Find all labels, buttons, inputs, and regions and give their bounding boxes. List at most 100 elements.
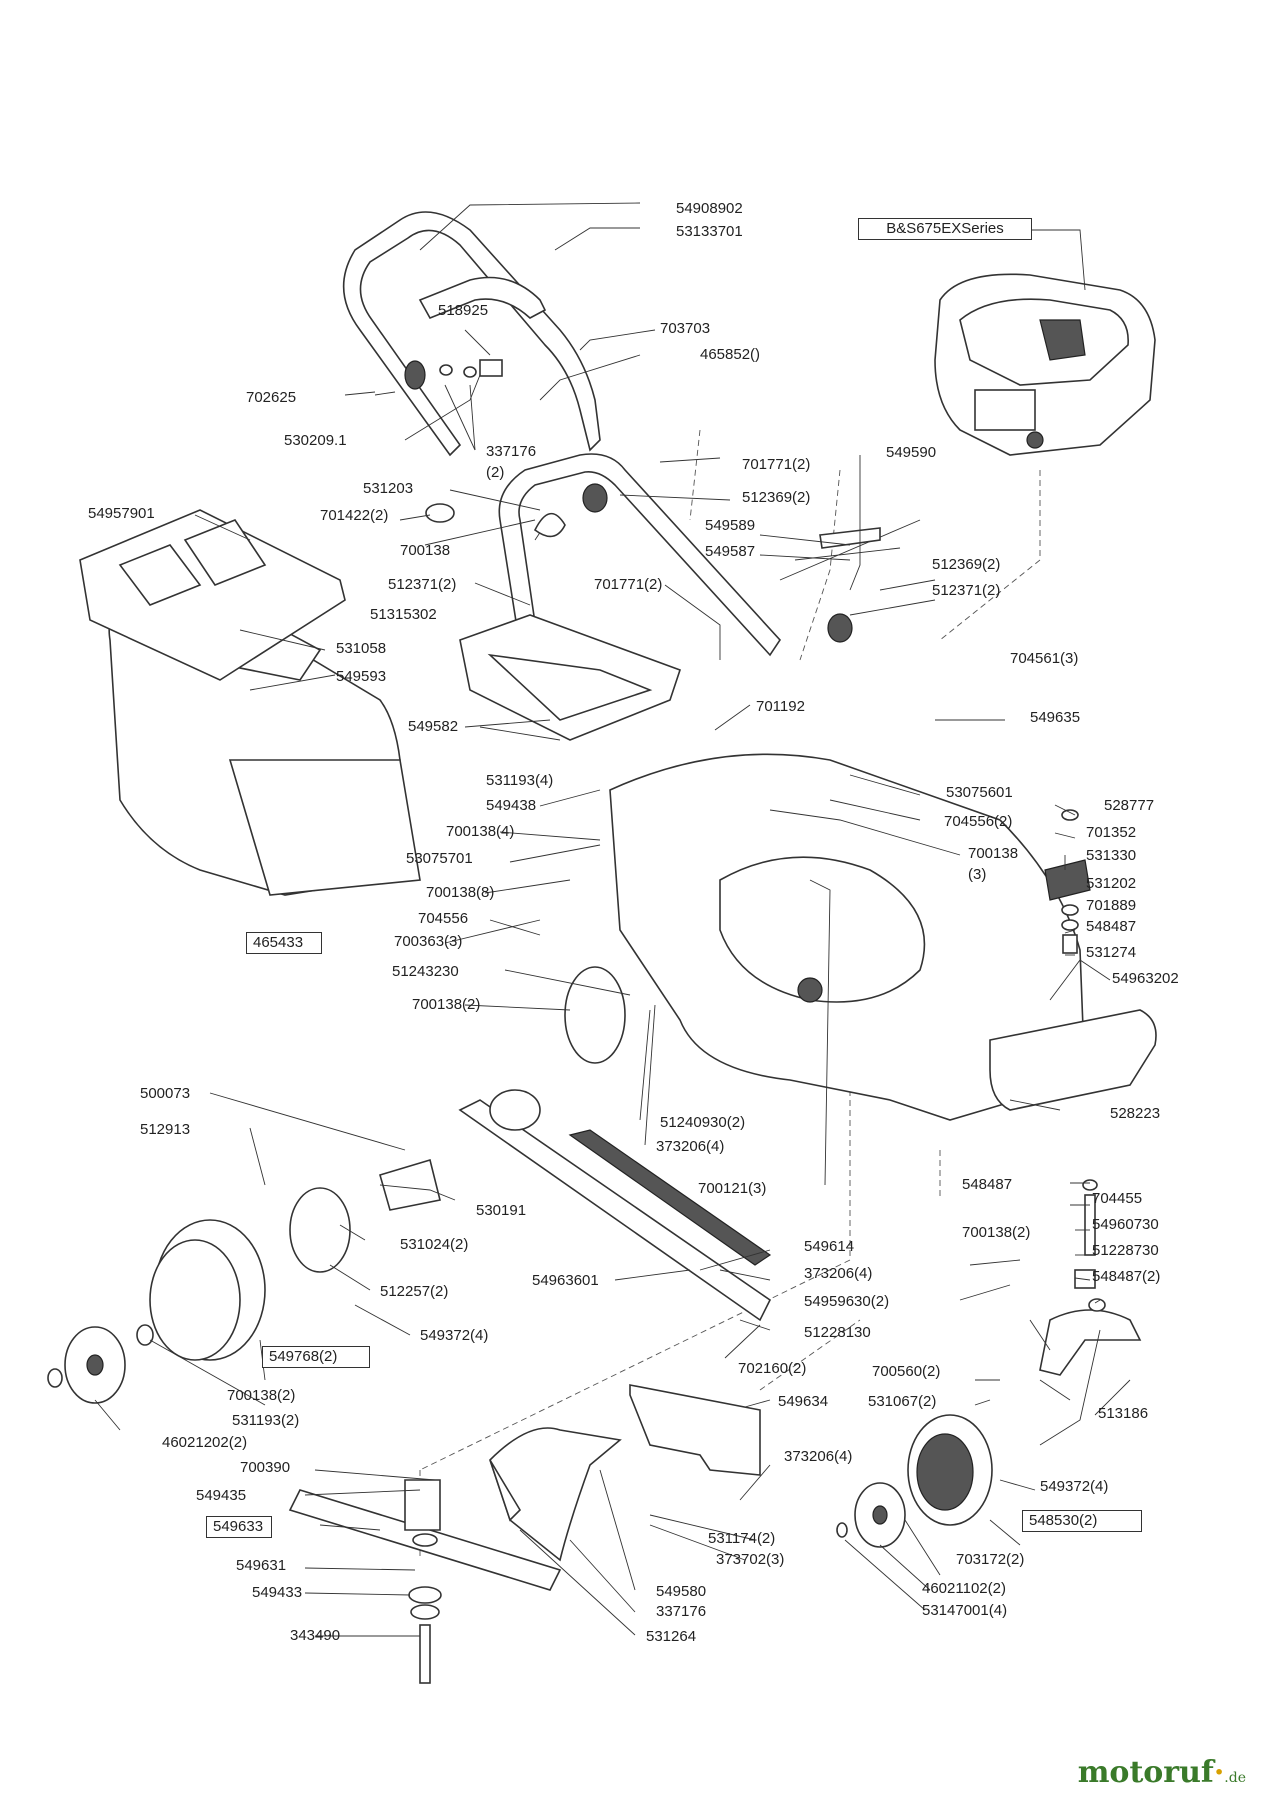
part-label: 700138: [968, 845, 1019, 862]
part-label: 549435: [196, 1487, 247, 1504]
engine-block: [934, 273, 1156, 456]
part-label: 531067(2): [868, 1393, 937, 1410]
part-label: 51243230: [392, 963, 459, 980]
part-label: 704556: [418, 910, 469, 927]
part-label: 700138(8): [426, 884, 495, 901]
part-label: 531330: [1086, 847, 1137, 864]
part-label: 701192: [756, 698, 805, 715]
part-label: 549589: [705, 517, 756, 534]
part-label: 548487: [962, 1176, 1013, 1193]
part-label: 343490: [290, 1627, 341, 1644]
part-label: 703703: [660, 320, 711, 337]
part-label: 549438: [486, 797, 537, 814]
part-label: 54957901: [88, 505, 155, 522]
part-label: 46021102(2): [922, 1580, 1006, 1597]
part-label: 701771(2): [742, 456, 811, 473]
part-label: 548487: [1086, 918, 1137, 935]
part-label: 373206(4): [656, 1138, 725, 1155]
part-label: 701889: [1086, 897, 1137, 914]
part-label-boxed: 465433: [246, 932, 322, 954]
part-label: 549614: [804, 1238, 855, 1255]
part-label: (2): [486, 464, 505, 481]
part-label: 53147001(4): [922, 1602, 1008, 1619]
part-label: 549590: [886, 444, 937, 461]
part-label: 549433: [252, 1584, 303, 1601]
part-label: 703172(2): [956, 1551, 1025, 1568]
mower-deck: [609, 753, 1157, 1121]
part-label: 700560(2): [872, 1363, 941, 1380]
part-label: 531024(2): [400, 1236, 469, 1253]
part-label: 548487(2): [1092, 1268, 1161, 1285]
part-label: 46021202(2): [162, 1434, 248, 1451]
part-label: 530209.1: [284, 432, 347, 449]
part-label: 54963601: [532, 1272, 599, 1289]
part-label: 531203: [363, 480, 414, 497]
part-label: 531058: [336, 640, 387, 657]
watermark-logo[interactable]: motoruf·.de: [1078, 1755, 1246, 1790]
leader-lines: [94, 202, 1131, 1637]
part-label: 549372(4): [1040, 1478, 1109, 1495]
part-label: 54959630(2): [804, 1293, 890, 1310]
part-label: 337176: [656, 1603, 707, 1620]
cable-lever: [779, 519, 921, 581]
part-label: 530191: [476, 1202, 527, 1219]
part-label: 512257(2): [380, 1283, 449, 1300]
part-label: 549580: [656, 1583, 707, 1600]
front-wheel: [836, 1309, 1142, 1548]
part-label: 373206(4): [804, 1265, 873, 1282]
handle-fixings: [344, 359, 853, 643]
part-label: 700121(3): [698, 1180, 767, 1197]
part-label: 700138(2): [962, 1224, 1031, 1241]
watermark-name: motoruf: [1077, 1755, 1214, 1790]
rear-wheel: [47, 1187, 351, 1404]
part-label: (3): [968, 866, 987, 883]
part-label: 51240930(2): [660, 1114, 746, 1131]
part-label: 54963202: [1112, 970, 1179, 987]
grass-bag-lid: [79, 509, 346, 681]
part-label: 549635: [1030, 709, 1081, 726]
part-label: 337176: [486, 443, 537, 460]
blade-assembly: [288, 1384, 761, 1684]
part-label: 700138(4): [446, 823, 515, 840]
part-label: 531264: [646, 1628, 697, 1645]
part-label: 700138(2): [227, 1387, 296, 1404]
watermark-tld: .de: [1224, 1770, 1246, 1786]
rear-flap: [459, 614, 682, 741]
part-label: 513186: [1098, 1405, 1149, 1422]
part-label: 373206(4): [784, 1448, 853, 1465]
part-label: 531193(2): [232, 1412, 300, 1429]
part-label: 531202: [1086, 875, 1137, 892]
part-label: 531274: [1086, 944, 1137, 961]
part-label: 549634: [778, 1393, 829, 1410]
part-label: 701771(2): [594, 576, 663, 593]
part-label: 528777: [1104, 797, 1155, 814]
part-label: 54908902: [676, 200, 743, 217]
part-label: 53075701: [406, 850, 473, 867]
part-label: 701352: [1086, 824, 1137, 841]
part-label: 51315302: [370, 606, 437, 623]
part-label: 512369(2): [742, 489, 811, 506]
part-label: 702625: [246, 389, 297, 406]
part-label: 549631: [236, 1557, 287, 1574]
part-label: 700138(2): [412, 996, 481, 1013]
watermark-dot: ·: [1213, 1755, 1225, 1790]
part-label-boxed: 549768(2): [262, 1346, 370, 1368]
part-label: 549593: [336, 668, 387, 685]
part-label-boxed: 548530(2): [1022, 1510, 1142, 1532]
part-label: 700390: [240, 1459, 291, 1476]
part-label: 704561(3): [1010, 650, 1079, 667]
part-label: 51228730: [1092, 1242, 1159, 1259]
part-label: 53133701: [676, 223, 743, 240]
part-label: 528223: [1110, 1105, 1161, 1122]
part-label: 531193(4): [486, 772, 554, 789]
part-label: 700138: [400, 542, 451, 559]
part-label: 549582: [408, 718, 459, 735]
part-label: 549372(4): [420, 1327, 489, 1344]
part-label: 512369(2): [932, 556, 1001, 573]
part-label: 512913: [140, 1121, 191, 1138]
part-label: 51228130: [804, 1324, 871, 1341]
part-label: 702160(2): [738, 1360, 807, 1377]
part-label: 531174(2): [708, 1530, 776, 1547]
part-label: 512371(2): [388, 576, 457, 593]
